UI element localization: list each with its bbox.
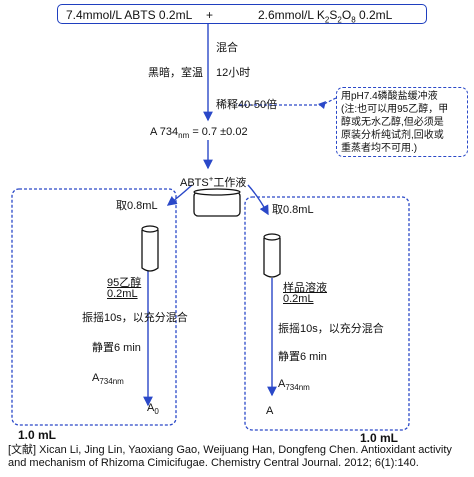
left-rest-label: 静置6 min bbox=[92, 342, 141, 354]
left-absorbance-label: A734nm bbox=[92, 372, 124, 387]
right-take-label: 取0.8mL bbox=[272, 204, 314, 216]
note-line: (注:也可以用95乙醇，甲 bbox=[341, 104, 449, 115]
right-shake-label: 振摇10s，以充分混合 bbox=[278, 323, 384, 335]
note-line: 重蒸者均不可用.) bbox=[341, 143, 418, 154]
left-shake-label: 振摇10s，以充分混合 bbox=[82, 312, 188, 324]
plus-sign: + bbox=[206, 8, 214, 22]
abts-reagent: 7.4mmol/L ABTS 0.2mL bbox=[66, 8, 193, 22]
right-result-label: A bbox=[266, 405, 274, 417]
working-solution-label: ABTS+工作液 bbox=[180, 174, 247, 189]
note-line: 醇或无水乙醇,但必须是 bbox=[341, 117, 444, 128]
note-line: 原装分析纯试剂,回收或 bbox=[341, 130, 444, 141]
mix-label: 混合 bbox=[216, 42, 238, 54]
left-volume-label: 1.0 mL bbox=[18, 428, 57, 442]
right-branch-arrow bbox=[247, 184, 269, 216]
left-test-tube bbox=[141, 230, 159, 272]
persulfate-reagent: 2.6mmol/L K2S2O8 0.2mL bbox=[258, 8, 393, 25]
right-absorbance-label: A734nm bbox=[278, 378, 310, 393]
absorbance-target: A 734nm = 0.7 ±0.02 bbox=[150, 126, 248, 141]
right-dashed-box bbox=[244, 196, 410, 431]
solvent-note: 用pH7.4磷酸盐缓冲液 (注:也可以用95乙醇，甲 醇或无水乙醇,但必须是 原… bbox=[336, 87, 468, 157]
note-connector bbox=[321, 97, 337, 106]
left-take-label: 取0.8mL bbox=[116, 200, 158, 212]
left-solvent-volume: 0.2mL bbox=[107, 288, 138, 300]
reagent-box: 7.4mmol/L ABTS 0.2mL + 2.6mmol/L K2S2O8 … bbox=[57, 4, 427, 24]
note-line: 用pH7.4磷酸盐缓冲液 bbox=[341, 91, 438, 102]
right-rest-label: 静置6 min bbox=[278, 351, 327, 363]
dilute-label: 稀释40-50倍 bbox=[216, 99, 278, 111]
right-sample-volume: 0.2mL bbox=[283, 293, 314, 305]
left-dashed-box bbox=[11, 188, 177, 426]
hours-label: 12小时 bbox=[216, 67, 251, 79]
working-solution-vial bbox=[193, 191, 241, 217]
left-result-label: A0 bbox=[147, 402, 159, 417]
left-branch-arrow bbox=[166, 184, 193, 206]
dark-label: 黑暗，室温 bbox=[148, 67, 203, 79]
right-sample-label: 样品溶液 bbox=[283, 282, 327, 294]
right-volume-label: 1.0 mL bbox=[360, 431, 399, 445]
right-test-tube bbox=[263, 238, 281, 278]
left-solvent-label: 95乙醇 bbox=[107, 277, 142, 289]
citation: [文献] Xican Li, Jing Lin, Yaoxiang Gao, W… bbox=[8, 444, 452, 469]
